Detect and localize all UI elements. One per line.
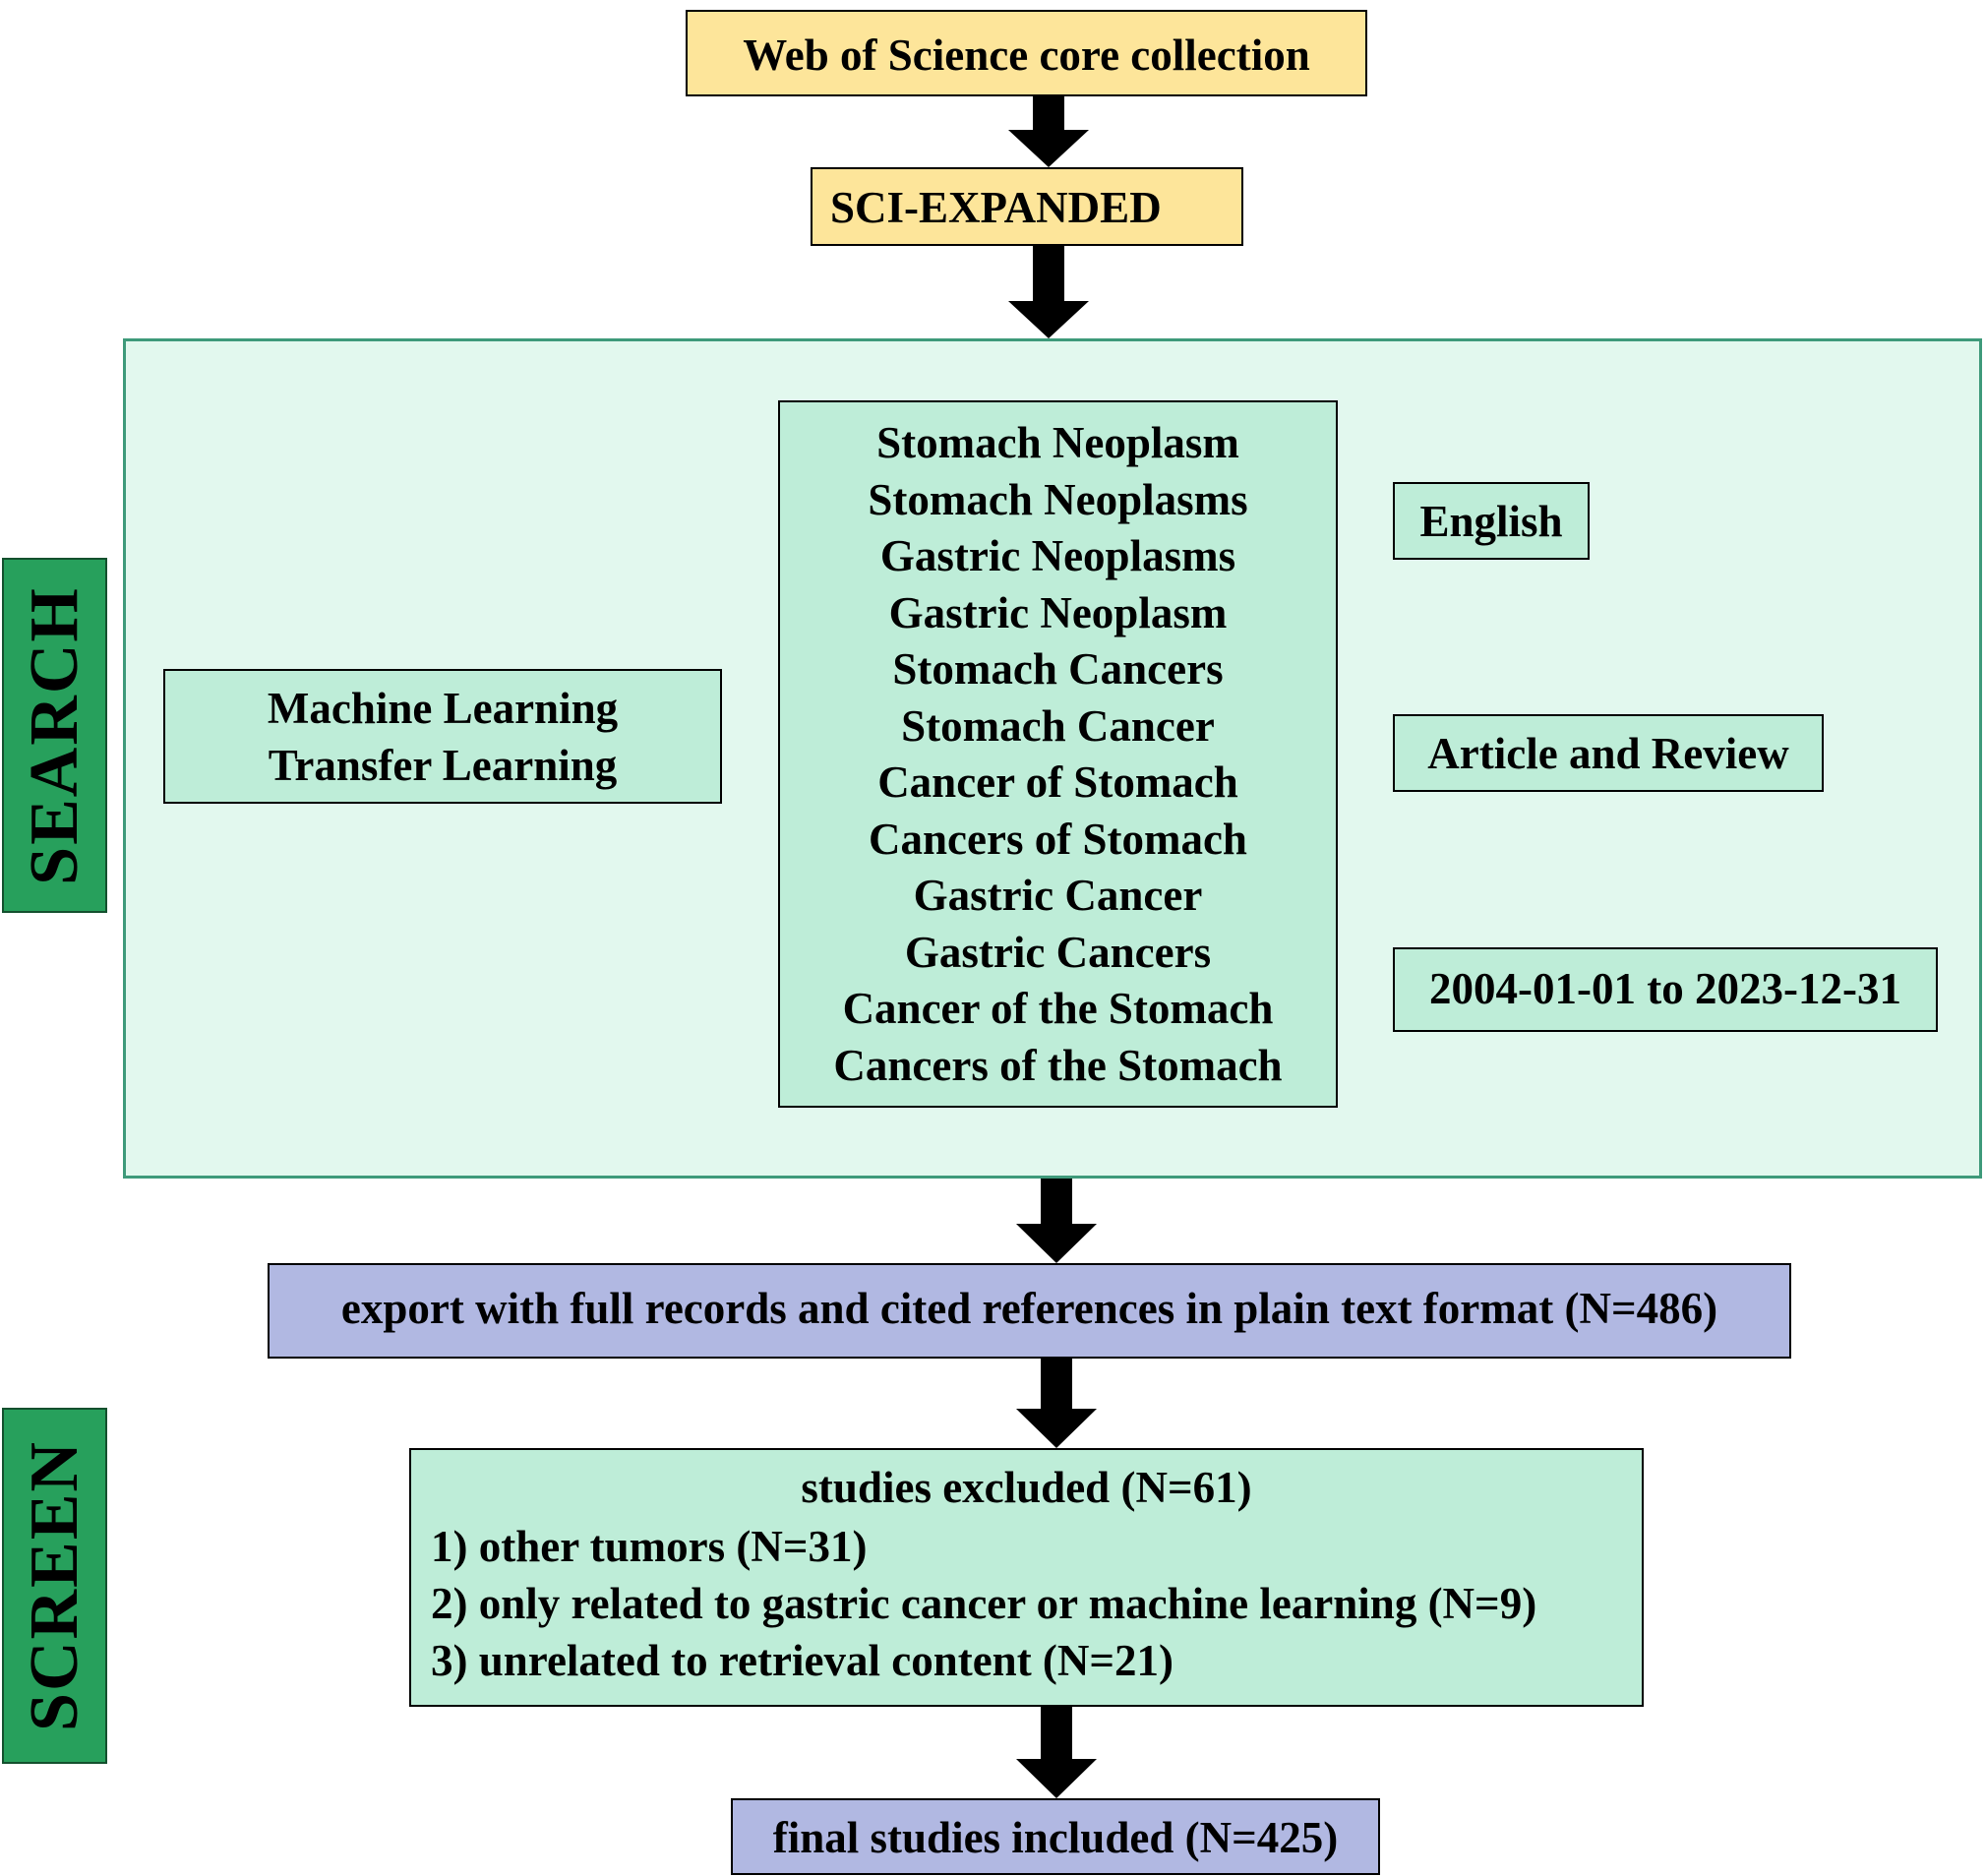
keyword-center-0: Stomach Neoplasm <box>876 418 1239 467</box>
keyword-center-1: Stomach Neoplasms <box>868 474 1248 524</box>
excluded-item-2: 3) unrelated to retrieval content (N=21) <box>431 1636 1174 1685</box>
keyword-center-11: Cancers of the Stomach <box>833 1040 1283 1090</box>
filter-doctype: Article and Review <box>1427 729 1789 778</box>
excluded-title: studies excluded (N=61) <box>801 1463 1252 1512</box>
keyword-center-6: Cancer of Stomach <box>877 757 1238 807</box>
excluded-item-0: 1) other tumors (N=31) <box>431 1522 868 1571</box>
keyword-center-5: Stomach Cancer <box>901 700 1215 751</box>
filter-language-box: English <box>1393 482 1590 560</box>
arrow-source-to-index <box>1008 96 1089 167</box>
export-box: export with full records and cited refer… <box>268 1263 1791 1359</box>
search-side-label: SEARCH <box>2 558 107 913</box>
index-box: SCI-EXPANDED <box>811 167 1243 246</box>
export-label: export with full records and cited refer… <box>340 1284 1718 1333</box>
arrow-index-to-search <box>1008 246 1089 338</box>
keyword-center-2: Gastric Neoplasms <box>879 531 1236 580</box>
final-label: final studies included (N=425) <box>772 1813 1339 1862</box>
filter-language: English <box>1419 497 1563 546</box>
source-box: Web of Science core collection <box>686 10 1367 96</box>
index-label: SCI-EXPANDED <box>830 183 1162 232</box>
excluded-item-1: 2) only related to gastric cancer or mac… <box>431 1579 1537 1628</box>
filter-date-range: 2004-01-01 to 2023-12-31 <box>1429 964 1901 1013</box>
final-box: final studies included (N=425) <box>731 1798 1380 1875</box>
source-label: Web of Science core collection <box>743 30 1310 80</box>
keyword-center-8: Gastric Cancer <box>913 871 1203 920</box>
filter-doctype-box: Article and Review <box>1393 714 1824 792</box>
keyword-center-4: Stomach Cancers <box>892 644 1224 694</box>
screen-side-label: SCREEN <box>2 1408 107 1764</box>
keyword-center-3: Gastric Neoplasm <box>888 587 1228 637</box>
keywords-center-box: Stomach Neoplasm Stomach Neoplasms Gastr… <box>778 400 1338 1108</box>
keyword-center-9: Gastric Cancers <box>904 927 1212 977</box>
keywords-left-box: Machine Learning Transfer Learning <box>163 669 722 804</box>
search-label-text: SEARCH <box>16 585 92 885</box>
arrow-search-to-export <box>1016 1179 1097 1263</box>
screen-label-text: SCREEN <box>16 1440 92 1731</box>
keyword-center-10: Cancer of the Stomach <box>842 984 1274 1033</box>
excluded-box: studies excluded (N=61) 1) other tumors … <box>409 1448 1644 1707</box>
filter-date-box: 2004-01-01 to 2023-12-31 <box>1393 947 1938 1032</box>
keyword-center-7: Cancers of Stomach <box>869 814 1247 864</box>
keyword-left-1: Transfer Learning <box>268 741 618 790</box>
arrow-excluded-to-final <box>1016 1707 1097 1798</box>
keyword-left-0: Machine Learning <box>267 684 619 733</box>
arrow-export-to-excluded <box>1016 1359 1097 1448</box>
